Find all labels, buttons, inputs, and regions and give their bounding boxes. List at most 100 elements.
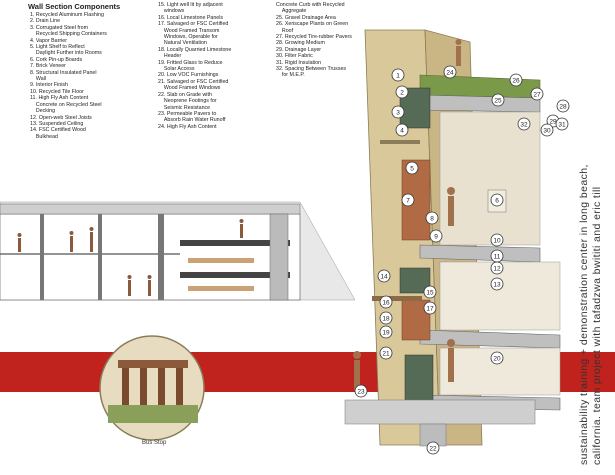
legend-item: 14. FSC Certified Wood Bulkhead [30, 127, 86, 140]
callout-number: 7 [406, 197, 410, 204]
project-caption: sustainability training + demonstration … [578, 0, 603, 465]
bus-stop-label: Bus Stop [142, 440, 167, 446]
callout-number: 30 [543, 127, 551, 134]
legend-item: 2. Drain Line [30, 18, 61, 25]
legend-item: Concrete Curb with Recycled Aggregate [276, 2, 345, 15]
wall-section-tower [344, 29, 561, 447]
callout-bubble [379, 346, 393, 360]
legend-item: 30. Filter Fabric [276, 53, 313, 60]
legend-item: 25. Gravel Drainage Area [276, 14, 336, 21]
callout-bubble [379, 295, 393, 309]
callout-number: 16 [382, 299, 390, 306]
callout-number: 11 [494, 253, 501, 260]
legend-title: Wall Section Components [28, 2, 121, 11]
legend-item: 8. Structural Insulated Panel Wall [30, 69, 97, 83]
building-section [0, 201, 356, 301]
callout-bubble [425, 211, 439, 225]
callout-number: 4 [400, 127, 404, 134]
legend-item: 24. High Fly Ash Content [158, 123, 217, 130]
legend-item: 16. Local Limestone Panels [158, 14, 224, 21]
legend-item: 1. Recycled Aluminum Flashing [30, 12, 104, 18]
callout-number: 3 [396, 109, 400, 116]
legend-item: 26. Xeriscape Plants on Green Roof [276, 21, 349, 34]
callout-number: 31 [558, 121, 566, 128]
bus-stop-vignette [99, 335, 205, 441]
callout-bubble [391, 68, 405, 82]
legend-item: 32. Spacing Between Trusses for M.E.P. [276, 66, 347, 79]
legend-item: 31. Rigid Insulation [276, 59, 322, 66]
callout-bubble [395, 123, 409, 137]
callout-number: 18 [382, 315, 390, 322]
callout-layer: 1234567891011121314151617181920212223242… [354, 65, 570, 455]
callout-bubble [395, 85, 409, 99]
callout-number: 21 [382, 350, 390, 357]
legend-item: 13. Suspended Ceiling [30, 120, 84, 127]
callout-bubble [429, 229, 443, 243]
callout-number: 2 [400, 89, 404, 96]
callout-bubble [490, 193, 504, 207]
legend-item: 28. Growing Medium [276, 40, 325, 47]
callout-bubble [379, 311, 393, 325]
callout-number: 9 [434, 233, 438, 240]
callout-bubble [379, 325, 393, 339]
callout-bubble [490, 277, 504, 291]
legend-item: 20. Low VOC Furnishings [158, 72, 219, 79]
legend-item: 9. Interior Finish [30, 82, 68, 89]
callout-bubble [405, 161, 419, 175]
legend-item: 23. Permeable Pavers to Absorb Rain Wate… [158, 110, 226, 124]
callout-number: 17 [426, 305, 434, 312]
callout-bubble [426, 441, 440, 455]
legend-item: 27. Recycled Tire-rubber Pavers [276, 34, 352, 41]
callout-bubble [443, 65, 457, 79]
callout-bubble [509, 73, 523, 87]
callout-bubble [517, 117, 531, 131]
callout-bubble [490, 351, 504, 365]
legend-item: 19. Fritted Glass to Reduce Solar Access [158, 59, 223, 73]
legend-item: 3. Corrugated Steel from Recycled Shippi… [30, 24, 107, 38]
callout-number: 15 [426, 289, 434, 296]
legend-item: 12. Open-web Steel Joists [30, 114, 92, 121]
callout-number: 10 [493, 237, 501, 244]
legend-item: 18. Locally Quarried Limestone Header [158, 46, 232, 60]
callout-number: 1 [396, 72, 400, 79]
callout-bubble [490, 261, 504, 275]
callout-bubble [423, 301, 437, 315]
callout-number: 25 [494, 97, 502, 104]
callout-number: 23 [357, 388, 365, 395]
callout-bubble [555, 117, 569, 131]
callout-bubble [391, 105, 405, 119]
caption-line-1: sustainability training + demonstration … [578, 164, 590, 465]
callout-bubble [490, 233, 504, 247]
callout-bubble [491, 93, 505, 107]
callout-number: 24 [446, 69, 454, 76]
callout-number: 19 [382, 329, 390, 336]
callout-number: 6 [495, 197, 499, 204]
callout-number: 5 [410, 165, 414, 172]
callout-bubble [377, 269, 391, 283]
callout-number: 20 [493, 355, 501, 362]
legend-item: 29. Drainage Layer [276, 46, 322, 53]
callout-number: 26 [512, 77, 520, 84]
callout-number: 8 [430, 215, 434, 222]
callout-number: 14 [380, 273, 388, 280]
legend-item: 6. Cork Pin-up Boards [30, 56, 83, 63]
legend-item: 17. Salvaged or FSC Certified Wood Frame… [158, 21, 229, 47]
legend-item: 21. Salvaged or FSC Certified Wood Frame… [158, 78, 229, 92]
legend-item: 5. Light Shelf to Reflect Daylight Furth… [30, 44, 102, 57]
legend-item: 10. Recycled Tile Floor [30, 88, 84, 95]
callout-bubble [423, 285, 437, 299]
callout-number: 12 [493, 265, 501, 272]
legend-item: 22. Slab on Grade with Neoprene Footings… [158, 91, 217, 111]
legend-item: 4. Vapor Barrier [30, 37, 67, 44]
callout-number: 32 [520, 121, 528, 128]
legend-item: 15. Light well lit by adjacent windows [158, 2, 223, 15]
legend-item: 7. Brick Veneer [30, 63, 66, 70]
callout-number: 28 [559, 103, 567, 110]
callout-number: 22 [429, 445, 437, 452]
callout-bubble [401, 193, 415, 207]
callout-number: 13 [493, 281, 501, 288]
